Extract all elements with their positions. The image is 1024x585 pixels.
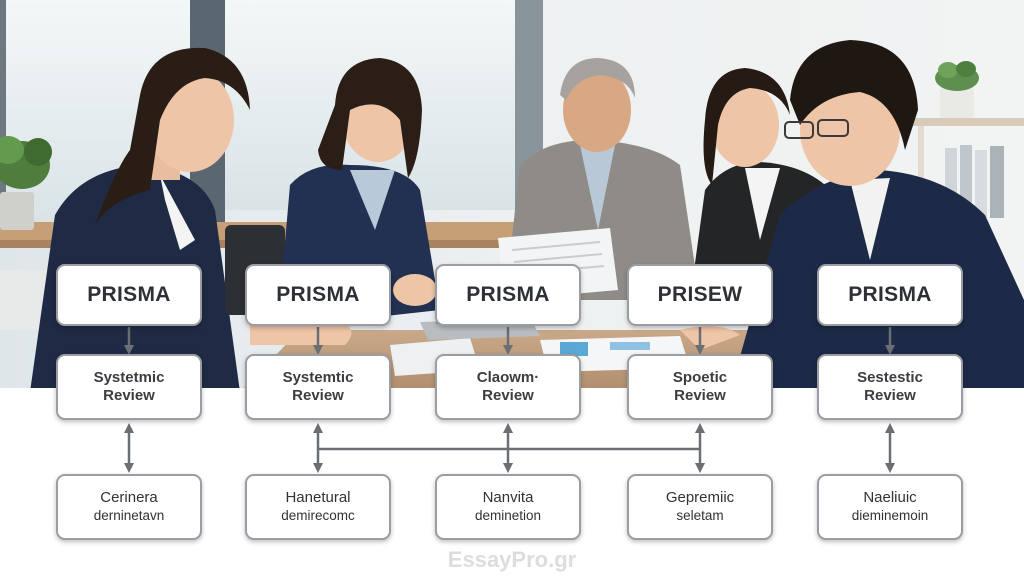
prisma-label-5: PRISMA bbox=[848, 283, 932, 306]
outcome-subtitle-3: deminetion bbox=[474, 508, 542, 523]
review-box-1: Systetmic Review bbox=[56, 354, 202, 420]
outcome-box-4: Gepremiic seletam bbox=[627, 474, 773, 540]
watermark: EssayPro.gr bbox=[447, 547, 577, 572]
background-photo bbox=[0, 0, 1024, 392]
review-word-1: Review bbox=[103, 387, 155, 404]
prisma-box-4: PRISEW bbox=[627, 264, 773, 326]
review-word-5: Review bbox=[864, 387, 916, 404]
review-type-1: Systetmic bbox=[93, 369, 165, 386]
review-type-5: Sestestic bbox=[857, 369, 923, 386]
outcome-subtitle-2: demirecomc bbox=[281, 508, 355, 523]
outcome-box-1: Cerinera derninetavn bbox=[56, 474, 202, 540]
prisma-box-3: PRISMA bbox=[435, 264, 581, 326]
review-type-3: Claowm· bbox=[476, 369, 540, 386]
prisma-box-1: PRISMA bbox=[56, 264, 202, 326]
outcome-box-3: Nanvita deminetion bbox=[435, 474, 581, 540]
prisma-label-2: PRISMA bbox=[276, 283, 360, 306]
outcome-subtitle-5: dieminemoin bbox=[851, 508, 929, 523]
outcome-title-2: Hanetural bbox=[285, 489, 351, 506]
review-box-2: Systemtic Review bbox=[245, 354, 391, 420]
prisma-box-5: PRISMA bbox=[817, 264, 963, 326]
outcome-title-3: Nanvita bbox=[482, 489, 534, 506]
outcome-title-1: Cerinera bbox=[100, 489, 158, 506]
review-word-3: Review bbox=[482, 387, 534, 404]
outcome-title-4: Gepremiic bbox=[665, 489, 735, 506]
prisma-label-3: PRISMA bbox=[466, 283, 550, 306]
review-box-3: Claowm· Review bbox=[435, 354, 581, 420]
review-box-5: Sestestic Review bbox=[817, 354, 963, 420]
outcome-box-2: Hanetural demirecomc bbox=[245, 474, 391, 540]
review-word-4: Review bbox=[674, 387, 726, 404]
review-type-2: Systemtic bbox=[282, 369, 354, 386]
prisma-label-4: PRISEW bbox=[657, 283, 743, 306]
review-word-2: Review bbox=[292, 387, 344, 404]
outcome-title-5: Naeliuic bbox=[863, 489, 917, 506]
outcome-subtitle-1: derninetavn bbox=[93, 508, 165, 523]
review-type-4: Spoetic bbox=[672, 369, 728, 386]
review-box-4: Spoetic Review bbox=[627, 354, 773, 420]
outcome-subtitle-4: seletam bbox=[676, 508, 724, 523]
prisma-label-1: PRISMA bbox=[87, 283, 171, 306]
prisma-box-2: PRISMA bbox=[245, 264, 391, 326]
outcome-box-5: Naeliuic dieminemoin bbox=[817, 474, 963, 540]
